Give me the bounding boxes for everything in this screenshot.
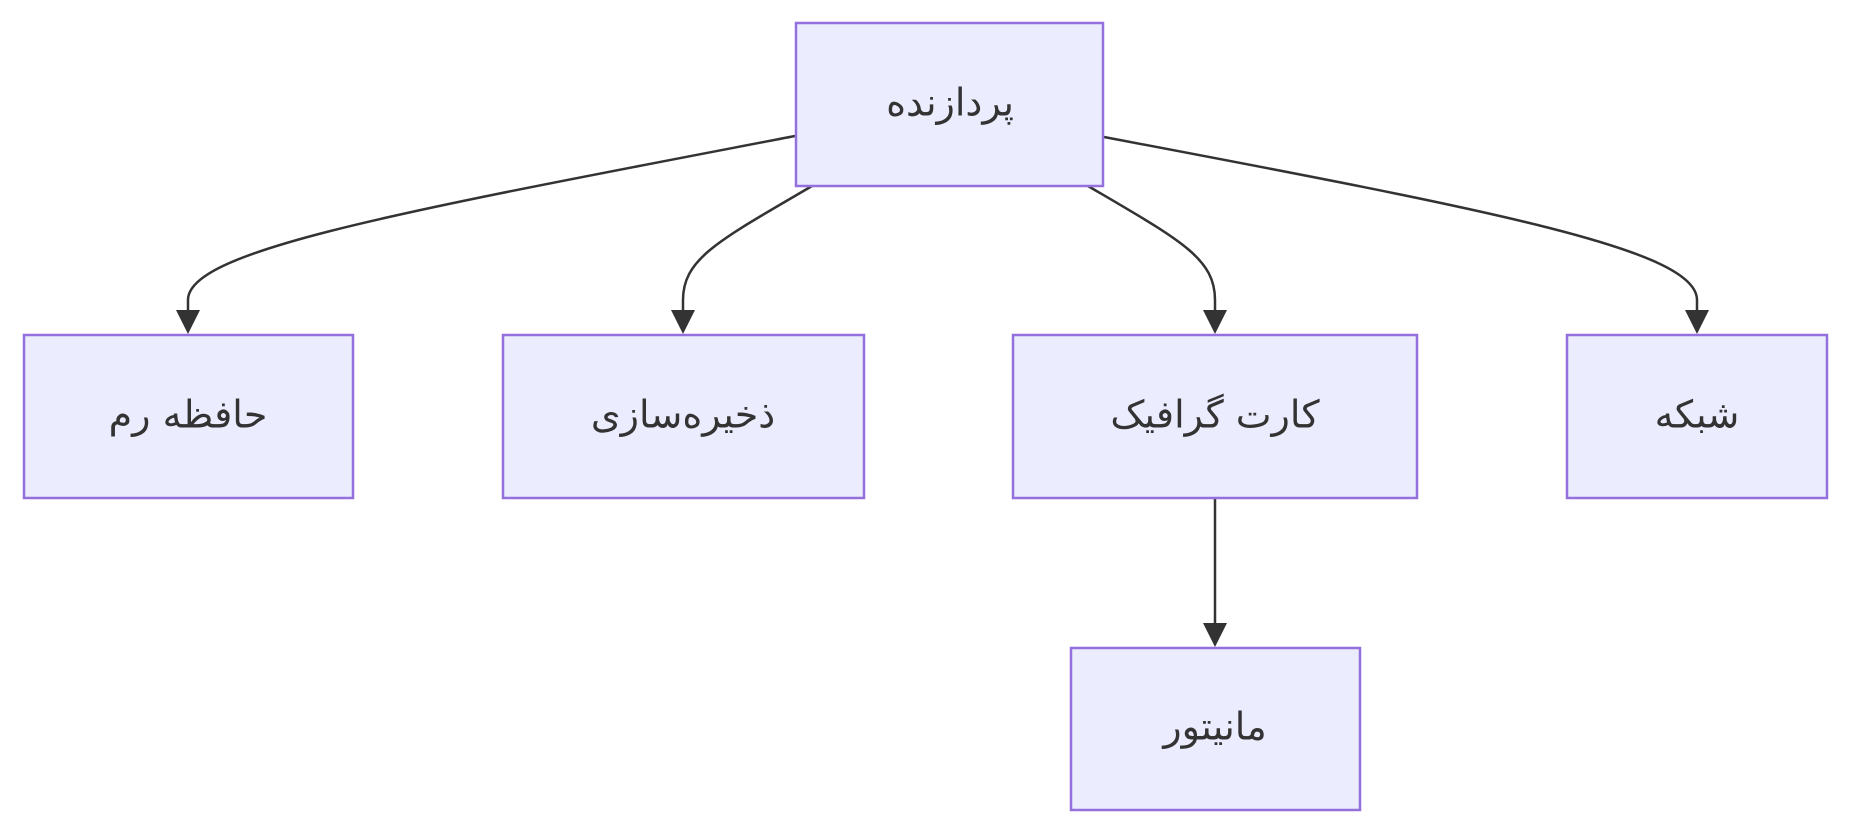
node-monitor[interactable]: مانیتور (1069, 646, 1362, 812)
node-storage-box (501, 333, 866, 500)
edge-processor-network (1103, 135, 1699, 310)
edges (176, 134, 1709, 647)
node-processor-box (794, 21, 1105, 188)
edge-processor-gpu (1087, 184, 1217, 310)
node-ram-label: حافظه رم (109, 393, 268, 437)
edge-processor-storage (681, 184, 813, 310)
arrowhead-ram (176, 310, 200, 334)
node-gpu-label: کارت گرافیک (1110, 393, 1320, 438)
node-network[interactable]: شبکه (1565, 333, 1829, 500)
node-monitor-label: مانیتور (1161, 705, 1266, 750)
node-network-label: شبکه (1655, 393, 1740, 437)
node-ram-box (22, 333, 355, 500)
node-storage-label: ذخیره‌سازی (591, 393, 775, 438)
arrowhead-network (1685, 310, 1709, 334)
node-ram[interactable]: حافظه رم (22, 333, 355, 500)
arrowhead-gpu (1203, 310, 1227, 334)
node-gpu-box (1011, 333, 1419, 500)
edge-processor-ram (186, 134, 796, 310)
node-network-box (1565, 333, 1829, 500)
node-gpu[interactable]: کارت گرافیک (1011, 333, 1419, 500)
arrowhead-monitor (1203, 623, 1227, 647)
node-storage[interactable]: ذخیره‌سازی (501, 333, 866, 500)
node-processor-label: پردازنده (886, 81, 1014, 126)
node-monitor-box (1069, 646, 1362, 812)
node-processor[interactable]: پردازنده (794, 21, 1105, 188)
arrowhead-storage (671, 310, 695, 334)
